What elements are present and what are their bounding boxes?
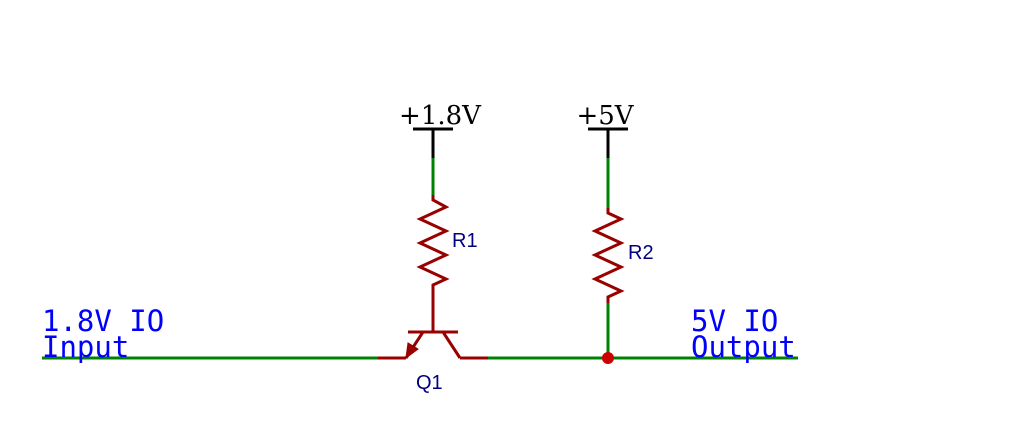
supply-1v8: +1.8V [399,101,482,158]
resistor-r2-label: R2 [628,242,654,264]
net-label-output: 5V IO Output [691,304,796,364]
net-label-input: 1.8V IO Input [42,304,164,364]
net-label-input-line2: Input [42,330,129,364]
supply-5v: +5V [576,101,635,158]
net-label-output-line1: 5V IO [691,304,778,338]
q1-emitter-arrow [405,342,419,360]
transistor-q1: Q1 [378,305,488,394]
resistor-r2-body [591,208,625,303]
supply-5v-label: +5V [576,101,634,131]
resistor-r1: R1 [416,195,478,305]
resistor-r2: R2 [591,208,654,303]
junction-dot [602,352,614,364]
net-label-input-line1: 1.8V IO [42,304,164,338]
resistor-r1-label: R1 [452,230,478,252]
resistor-r1-body [416,195,450,305]
q1-collector [441,331,462,359]
supply-1v8-label: +1.8V [399,101,482,131]
transistor-q1-label: Q1 [416,372,443,394]
net-label-output-line2: Output [691,330,796,364]
